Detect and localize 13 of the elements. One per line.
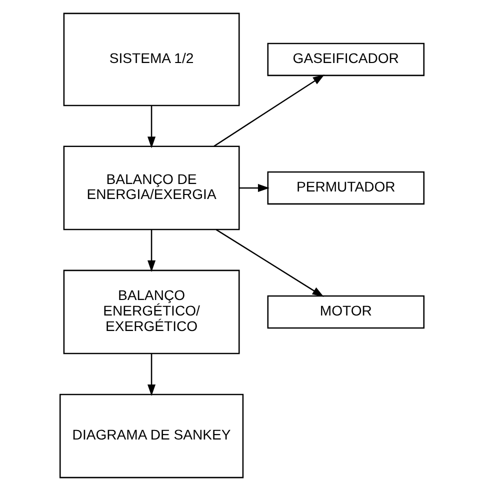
arrow	[148, 106, 156, 148]
arrow	[239, 184, 270, 192]
arrow	[216, 229, 324, 297]
node-box: PERMUTADOR	[267, 171, 425, 205]
arrow	[148, 230, 156, 272]
node-box: MOTOR	[267, 295, 425, 329]
arrow	[214, 74, 324, 147]
node-box: SISTEMA 1/2	[63, 12, 240, 106]
node-box: DIAGRAMA DE SANKEY	[59, 394, 244, 478]
node-box: BALANÇO ENERGÉTICO/ EXERGÉTICO	[63, 270, 240, 354]
node-box: BALANÇO DE ENERGIA/EXERGIA	[63, 146, 240, 230]
node-box: GASEIFICADOR	[267, 42, 425, 76]
arrow	[148, 354, 156, 396]
